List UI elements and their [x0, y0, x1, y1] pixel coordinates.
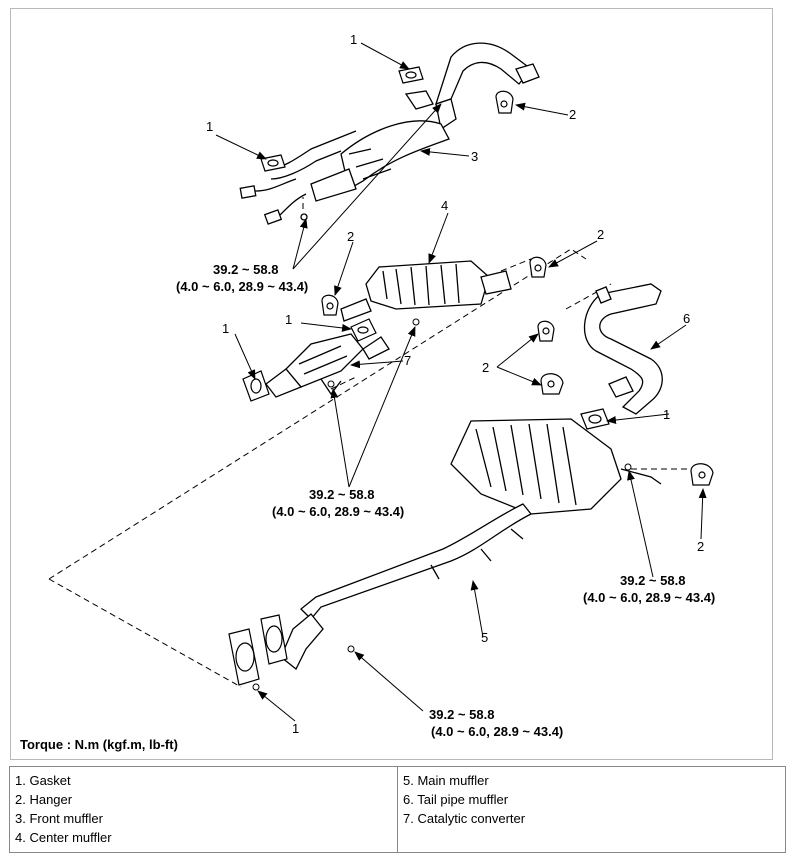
- main-muffler: [280, 418, 662, 671]
- callout-numbers: 1 1 2 3 4 2 2 1 1 7 6 2 1 2 5 1: [206, 32, 704, 736]
- hanger-mid-1: [537, 320, 555, 342]
- hanger-center-right: [529, 256, 547, 278]
- torque-alt-value: (4.0 ~ 6.0, 28.9 ~ 43.4): [272, 504, 404, 519]
- tail-pipe-muffler: [583, 283, 663, 415]
- catalytic-converter: [265, 333, 390, 398]
- torque-spec-1: 39.2 ~ 58.8 (4.0 ~ 6.0, 28.9 ~ 43.4): [176, 262, 308, 294]
- callout-center-muffler: 4: [441, 198, 448, 213]
- callout-hanger: 2: [347, 229, 354, 244]
- torque-spec-2: 39.2 ~ 58.8 (4.0 ~ 6.0, 28.9 ~ 43.4): [272, 487, 404, 519]
- torque-value: 39.2 ~ 58.8: [429, 707, 494, 722]
- callout-catalytic-converter: 7: [404, 353, 411, 368]
- leader-lines: [215, 42, 707, 722]
- gasket-cat-front: [242, 370, 270, 402]
- gasket-tail: [580, 408, 610, 430]
- gasket-front-pipe-2: [260, 614, 288, 665]
- hanger-mid-2: [540, 373, 564, 395]
- legend-column-left: 1. Gasket 2. Hanger 3. Front muffler 4. …: [10, 767, 397, 852]
- callout-gasket: 1: [222, 321, 229, 336]
- hanger-right: [690, 463, 714, 486]
- legend-item: 3. Front muffler: [15, 811, 103, 826]
- torque-alt-value: (4.0 ~ 6.0, 28.9 ~ 43.4): [431, 724, 563, 739]
- legend-item: 1. Gasket: [15, 773, 71, 788]
- callout-gasket: 1: [285, 312, 292, 327]
- gasket-top-1: [398, 66, 424, 84]
- callout-hanger: 2: [597, 227, 604, 242]
- hanger-center-left: [321, 294, 339, 316]
- gasket-front-pipe-1: [228, 628, 260, 686]
- dash-guides: [48, 197, 691, 688]
- legend-item: 4. Center muffler: [15, 830, 112, 845]
- exhaust-system-diagram: 1 1 2 3 4 2 2 1 1 7 6 2 1 2 5 1 39.2 ~ 5…: [10, 8, 773, 760]
- torque-alt-value: (4.0 ~ 6.0, 28.9 ~ 43.4): [583, 590, 715, 605]
- callout-hanger: 2: [569, 107, 576, 122]
- torque-value: 39.2 ~ 58.8: [213, 262, 278, 277]
- exhaust-drawing: 1 1 2 3 4 2 2 1 1 7 6 2 1 2 5 1 39.2 ~ 5…: [48, 32, 715, 739]
- callout-main-muffler: 5: [481, 630, 488, 645]
- legend-column-right: 5. Main muffler 6. Tail pipe muffler 7. …: [397, 767, 785, 852]
- bolts: [252, 318, 632, 691]
- front-muffler: [239, 42, 540, 225]
- torque-alt-value: (4.0 ~ 6.0, 28.9 ~ 43.4): [176, 279, 308, 294]
- callout-gasket: 1: [292, 721, 299, 736]
- torque-spec-4: 39.2 ~ 58.8 (4.0 ~ 6.0, 28.9 ~ 43.4): [429, 707, 563, 739]
- hanger-top-right: [495, 90, 514, 114]
- gasket-top-2: [260, 154, 286, 172]
- legend-item: 6. Tail pipe muffler: [403, 792, 509, 807]
- callout-front-muffler: 3: [471, 149, 478, 164]
- legend-item: 2. Hanger: [15, 792, 73, 807]
- torque-spec-3: 39.2 ~ 58.8 (4.0 ~ 6.0, 28.9 ~ 43.4): [583, 573, 715, 605]
- center-muffler: [340, 260, 512, 322]
- callout-hanger: 2: [697, 539, 704, 554]
- callout-gasket: 1: [206, 119, 213, 134]
- gasket-cat-rear: [350, 318, 377, 342]
- parts-legend: 1. Gasket 2. Hanger 3. Front muffler 4. …: [9, 766, 786, 853]
- callout-gasket: 1: [350, 32, 357, 47]
- legend-item: 7. Catalytic converter: [403, 811, 526, 826]
- torque-value: 39.2 ~ 58.8: [620, 573, 685, 588]
- callout-tail-pipe-muffler: 6: [683, 311, 690, 326]
- torque-units-note: Torque : N.m (kgf.m, lb-ft): [20, 737, 178, 752]
- legend-item: 5. Main muffler: [403, 773, 489, 788]
- callout-hanger: 2: [482, 360, 489, 375]
- callout-gasket: 1: [663, 407, 670, 422]
- torque-value: 39.2 ~ 58.8: [309, 487, 374, 502]
